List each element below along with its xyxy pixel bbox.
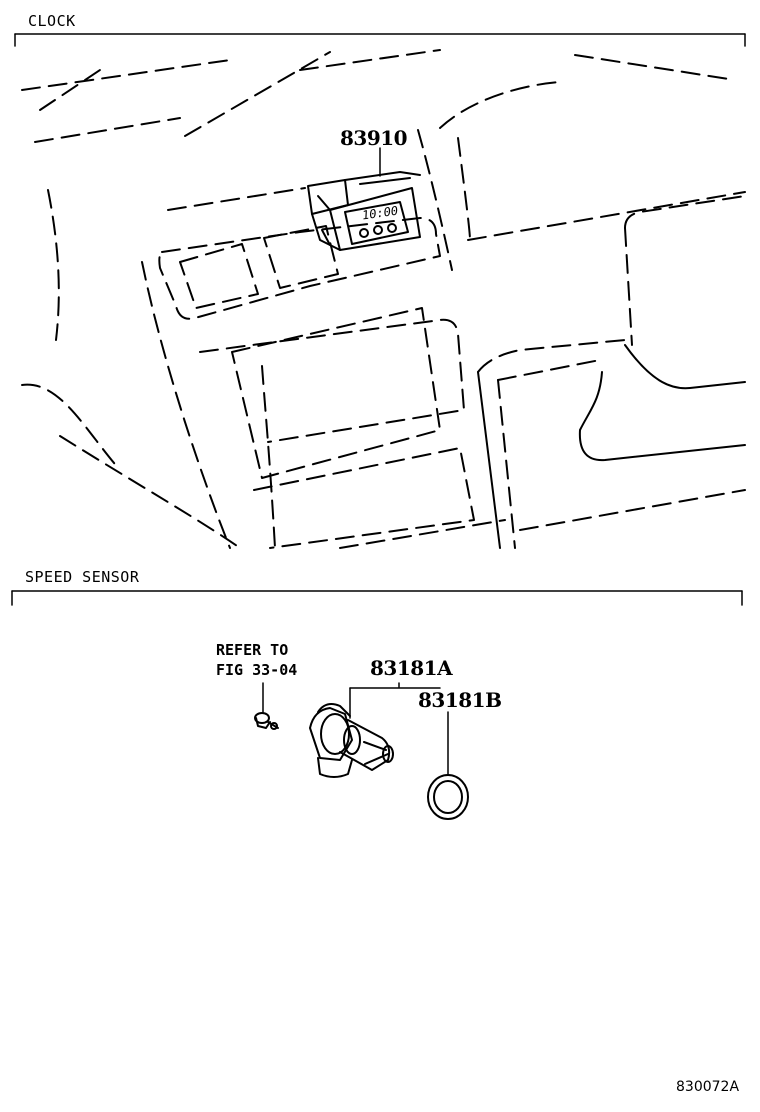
- dashboard-outline: [21, 49, 746, 549]
- reference-line-2: FIG 33-04: [216, 661, 298, 679]
- illustration-code: 830072A: [676, 1079, 740, 1095]
- clock-section-bracket: [14, 33, 746, 47]
- section-label-speed-sensor: SPEED SENSOR: [25, 568, 140, 586]
- speed-sensor-section-bracket: [11, 590, 743, 606]
- clock-unit: [307, 147, 421, 251]
- sensor-leader-lines: [349, 682, 449, 775]
- o-ring-seal: [427, 774, 469, 820]
- console-solid-edges: [477, 344, 746, 549]
- section-label-clock: CLOCK: [28, 12, 76, 30]
- clock-part-number: 83910: [340, 126, 408, 150]
- speed-sensor-part-number: 83181A: [370, 656, 453, 680]
- seal-part-number: 83181B: [418, 688, 502, 712]
- speed-sensor: [309, 703, 394, 778]
- reference-line-1: REFER TO: [216, 641, 289, 659]
- mounting-bolt: [254, 682, 279, 730]
- reference-note: REFER TO FIG 33-04: [216, 640, 297, 680]
